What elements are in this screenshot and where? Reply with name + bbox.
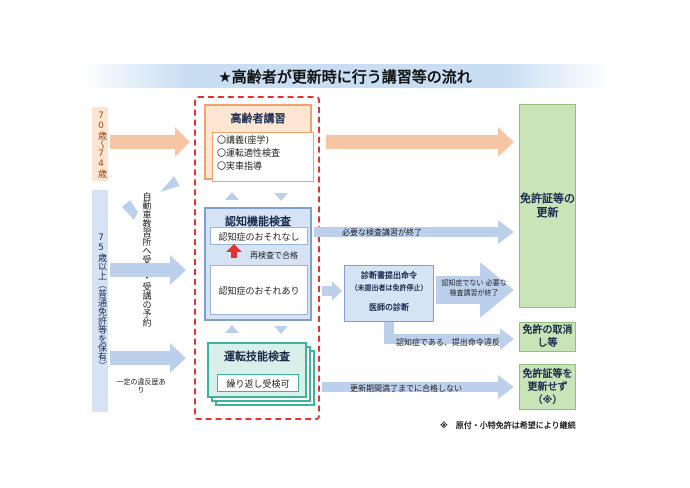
label-not-pass: 更新期間満了までに合格しない [350, 384, 462, 393]
lecture-frame [194, 96, 320, 420]
footnote: ※ 原付・小特免許は希望により継続 [440, 421, 576, 430]
arrow-diag-upper-left [122, 200, 138, 220]
elder-course-panel: 高齢者講習 〇講義(座学) 〇運転適性検査 〇実車指導 [204, 104, 314, 182]
driving-test-heading: 運転技能検査 [224, 350, 290, 363]
arrow-up-cognitive-to-course [225, 192, 239, 200]
side-note-reservation: 自動車教習所へ受検・受講の予約 [140, 192, 151, 327]
diagnosis-order-box: 診断書提出命令 （未提出者は免許停止） 医師の診断 [344, 265, 434, 322]
arrow-75-to-cognitive [110, 255, 186, 285]
age-70-74-label: 70歳〜74歳 [95, 110, 106, 178]
elder-course-heading: 高齢者講習 [230, 112, 286, 125]
label-not-dementia: 認知症でない 必要な検査講習が終了 [441, 279, 507, 297]
age-group-75-plus: 75歳以上（普通免許等を保有） [92, 190, 108, 412]
arrow-order-to-renewal [436, 262, 514, 318]
arrow-70-74-to-course [110, 127, 190, 157]
repeat-test-box: 繰り返し受検可 [217, 374, 299, 392]
retest-label: 再検査で合格 [250, 251, 298, 260]
page-title: ★高齢者が更新時に行う講習等の流れ [80, 64, 610, 88]
arrow-driving-to-no-renewal [322, 375, 514, 399]
label-dementia: 認知症である、提出命令違反 [396, 338, 500, 347]
cognitive-test-panel: 認知機能検査 認知症のおそれなし 再検査で合格 認知症のおそれあり [204, 207, 312, 321]
no-dementia-risk-box: 認知症のおそれなし [210, 227, 308, 245]
arrow-down-cognitive-to-driving [274, 326, 288, 334]
age-group-70-74: 70歳〜74歳 [92, 107, 108, 181]
arrow-fear-to-order [322, 281, 342, 301]
arrow-diag-upper-right [160, 176, 180, 192]
revocation-box: 免許の取消し等 [519, 322, 576, 352]
cognitive-test-heading: 認知機能検査 [225, 215, 291, 228]
arrow-up-driving-to-cognitive [225, 325, 239, 333]
arrow-course-to-renewal [326, 127, 514, 157]
arrow-order-to-revocation [384, 322, 514, 350]
order-line-1: 診断書提出命令 [361, 271, 417, 280]
elder-course-list: 〇講義(座学) 〇運転適性検査 〇実車指導 [212, 132, 314, 182]
side-note-violation: 一定の違反歴あり [116, 378, 166, 395]
renewal-box: 免許証等の更新 [519, 104, 576, 308]
retest-red-arrow-icon [226, 244, 242, 258]
dementia-risk-box: 認知症のおそれあり [210, 265, 308, 315]
arrow-down-course-to-cognitive [274, 193, 288, 201]
order-line-3: 医師の診断 [369, 303, 409, 312]
course-item-driving: 〇実車指導 [217, 162, 263, 172]
arrow-no-fear-to-renewal [314, 220, 514, 244]
driving-test-panel: 運転技能検査 繰り返し受検可 [207, 342, 307, 398]
course-item-aptitude: 〇運転適性検査 [217, 149, 281, 159]
course-item-lecture: 〇講義(座学) [217, 136, 270, 146]
order-line-2: （未提出者は免許停止） [350, 284, 428, 292]
arrow-75-to-driving [110, 343, 186, 373]
label-required-done: 必要な検査講習が終了 [342, 228, 422, 237]
no-renewal-box: 免許証等を更新せず（※） [519, 364, 576, 410]
age-75-plus-label: 75歳以上（普通免許等を保有） [95, 232, 106, 370]
